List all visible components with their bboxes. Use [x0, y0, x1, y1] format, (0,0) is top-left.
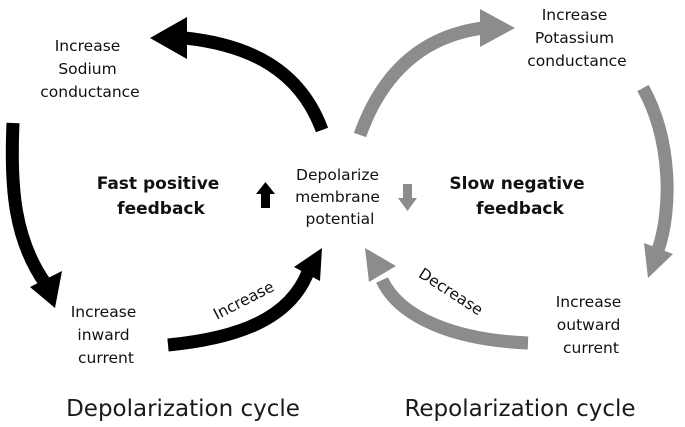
- decrease-arc-label: Decrease: [415, 264, 486, 319]
- arrowhead-to-center-left: [294, 248, 322, 281]
- outward-current-node-label: Increase outward current: [556, 293, 627, 357]
- down-arrow-icon: [398, 184, 417, 211]
- arc-outward-to-center: [376, 276, 529, 350]
- center-node-label: Depolarize membrane potential: [295, 166, 385, 228]
- slow-negative-feedback-label: Slow negative feedback: [449, 174, 590, 219]
- arc-center-to-potassium: [353, 21, 484, 138]
- sodium-node-label: Increase Sodium conductance: [40, 37, 139, 101]
- arrowhead-to-potassium: [480, 9, 515, 47]
- arrowhead-to-center-right: [365, 248, 396, 282]
- inward-current-node-label: Increase inward current: [71, 303, 142, 367]
- potassium-node-label: Increase Potassium conductance: [527, 6, 626, 70]
- arc-potassium-to-outward: [637, 84, 674, 253]
- arc-sodium-to-inward: [5, 122, 51, 287]
- arrowhead-to-sodium: [150, 17, 187, 59]
- depolarization-cycle-title: Depolarization cycle: [66, 396, 300, 422]
- up-arrow-icon: [256, 182, 275, 208]
- repolarization-cycle-title: Repolarization cycle: [404, 396, 635, 422]
- fast-positive-feedback-label: Fast positive feedback: [97, 174, 226, 219]
- arrowhead-to-outward: [644, 243, 673, 278]
- arc-inward-to-center: [167, 269, 315, 352]
- arc-center-to-sodium: [184, 31, 329, 133]
- arrowhead-to-inward: [30, 271, 62, 308]
